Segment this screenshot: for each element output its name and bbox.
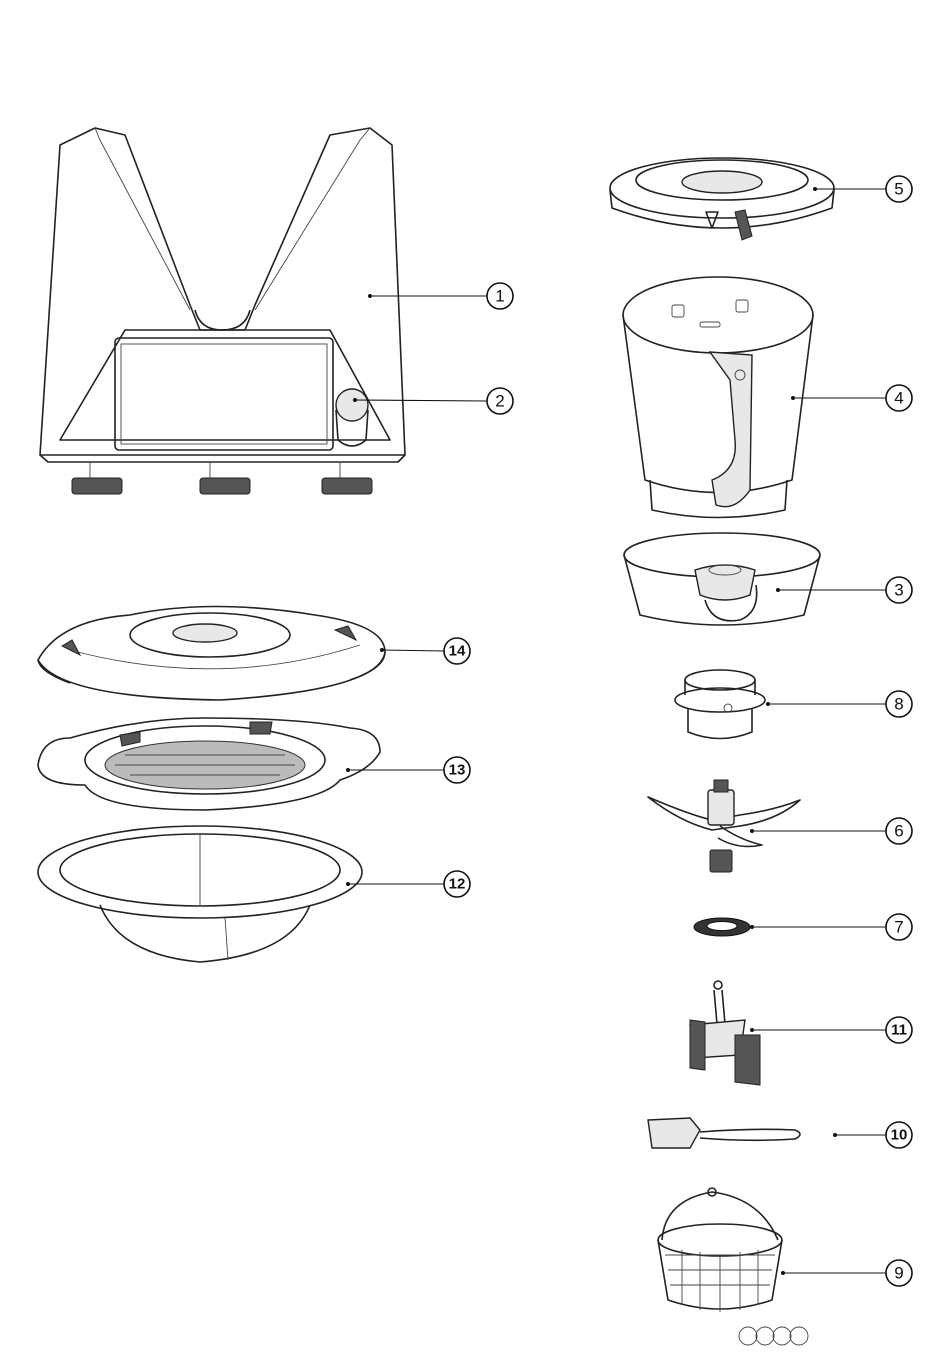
- callout-5: 5: [813, 175, 913, 203]
- knife-drawing: [647, 779, 801, 873]
- callout-8: 8: [766, 690, 913, 718]
- callout-number: 1: [495, 287, 504, 306]
- callout-number: 13: [449, 762, 466, 779]
- callout-13: 13: [346, 756, 471, 784]
- decorative-circles: [738, 1326, 809, 1346]
- steamer-tray-drawing: [37, 717, 381, 811]
- callout-number: 11: [891, 1022, 907, 1039]
- sealing-ring-drawing: [693, 917, 751, 937]
- basket-drawing: [657, 1187, 783, 1312]
- callout-number: 6: [894, 822, 903, 841]
- callout-number: 7: [894, 918, 903, 937]
- steamer-bowl-drawing: [37, 825, 363, 963]
- whisk-drawing: [689, 980, 761, 1086]
- callout-number: 4: [894, 389, 903, 408]
- callout-4: 4: [791, 384, 913, 412]
- callout-number: 12: [449, 876, 466, 893]
- callout-number: 14: [449, 643, 466, 660]
- base-unit-drawing: [39, 127, 406, 495]
- bowl-base-drawing: [623, 532, 821, 626]
- callout-9: 9: [781, 1259, 913, 1287]
- callout-number: 8: [894, 695, 903, 714]
- lid-drawing: [609, 157, 835, 241]
- callout-11: 11: [750, 1016, 913, 1044]
- callout-14: 14: [380, 637, 471, 665]
- spatula-drawing: [647, 1117, 801, 1149]
- callout-2: 2: [353, 387, 514, 415]
- bowl-drawing: [622, 276, 814, 519]
- callout-number: 3: [894, 581, 903, 600]
- callout-1: 1: [368, 282, 514, 310]
- callout-number: 10: [891, 1127, 908, 1144]
- callout-number: 9: [894, 1264, 903, 1283]
- steamer-lid-drawing: [37, 605, 386, 701]
- callout-7: 7: [750, 913, 913, 941]
- callout-number: 2: [495, 392, 504, 411]
- callout-6: 6: [750, 817, 913, 845]
- callout-10: 10: [833, 1121, 913, 1149]
- callout-number: 5: [894, 180, 903, 199]
- callout-12: 12: [346, 870, 471, 898]
- measuring-cup-drawing: [674, 669, 766, 740]
- callout-3: 3: [776, 576, 913, 604]
